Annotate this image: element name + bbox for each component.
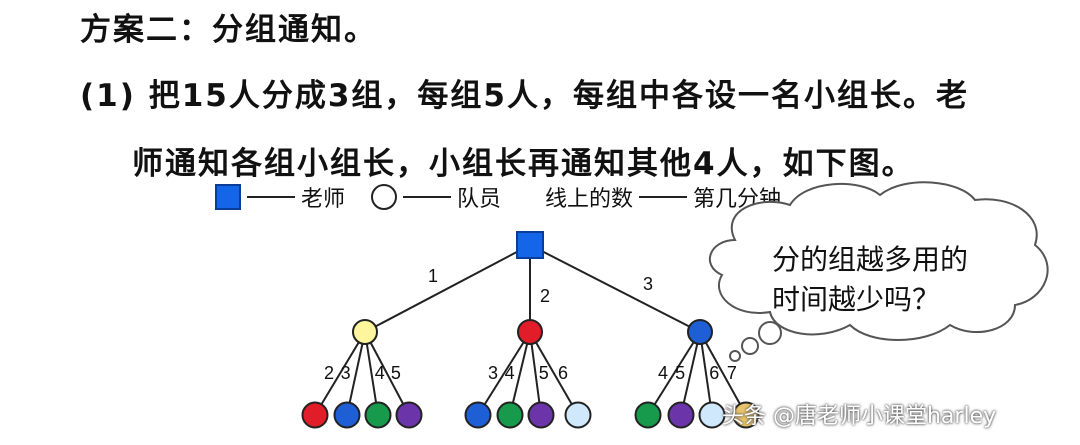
- teacher-square-icon: [215, 184, 241, 210]
- member-node: [496, 401, 524, 429]
- member-node: [527, 401, 555, 429]
- edge-minute-label: 6: [558, 363, 568, 383]
- teacher-node: [516, 231, 544, 259]
- member-circle-icon: [371, 184, 398, 210]
- edge-minute-label: 3: [643, 274, 653, 294]
- member-node: [732, 401, 760, 429]
- edge-leader-to-member: [699, 331, 747, 416]
- member-node: [564, 401, 592, 429]
- step-text-line1: (1) 把15人分成3组，每组5人，每组中各设一名小组长。老: [80, 78, 969, 114]
- step-text-line2: 师通知各组小组长，小组长再通知其他4人，如下图。: [132, 146, 915, 182]
- edge-minute-label: 4: [505, 363, 515, 383]
- edge-minute-label: 3: [341, 363, 351, 383]
- member-node: [667, 401, 695, 429]
- legend-dash: [639, 196, 688, 198]
- legend-teacher-label: 老师: [301, 187, 346, 212]
- edge-leader-to-member: [647, 331, 701, 416]
- watermark: 头条 @唐老师小课堂harley: [722, 404, 997, 429]
- thought-bubble-text: 分的组越多用的 时间越少吗？: [772, 240, 968, 320]
- edge-leader-to-member: [364, 331, 410, 416]
- edge-leader-to-member: [680, 331, 701, 416]
- edge-teacher-to-leader: [529, 244, 701, 333]
- thought-bubble-line2: 时间越少吗？: [772, 283, 941, 316]
- edge-minute-label: 4: [658, 363, 668, 383]
- edge-leader-to-member: [364, 331, 379, 416]
- member-node: [464, 401, 492, 429]
- legend-number-label: 线上的数: [545, 187, 634, 212]
- edge-leader-to-member: [346, 331, 366, 416]
- edge-minute-label: 4: [375, 363, 385, 383]
- legend-dash: [247, 196, 295, 198]
- edge-leader-to-member: [699, 331, 713, 416]
- member-node: [333, 401, 361, 429]
- edge-minute-label: 5: [675, 363, 685, 383]
- thought-dot: [729, 350, 741, 362]
- thought-bubble-line1: 分的组越多用的: [772, 243, 969, 276]
- member-node: [698, 401, 726, 429]
- group-leader-node: [517, 319, 543, 345]
- legend-member-label: 队员: [457, 187, 502, 212]
- group-leader-node: [687, 319, 713, 345]
- edge-teacher-to-leader: [364, 244, 531, 333]
- edge-leader-to-member: [314, 331, 366, 416]
- member-node: [634, 401, 662, 429]
- member-node: [395, 401, 423, 429]
- group-leader-node: [352, 319, 378, 345]
- member-node: [364, 401, 392, 429]
- edge-leader-to-member: [529, 331, 542, 416]
- edge-leader-to-member: [477, 331, 531, 416]
- edge-minute-label: 1: [428, 266, 438, 286]
- edge-minute-label: 5: [539, 363, 549, 383]
- edge-minute-label: 5: [391, 363, 401, 383]
- edge-minute-label: 7: [727, 363, 737, 383]
- edge-leader-to-member: [509, 331, 531, 416]
- edge-leader-to-member: [529, 331, 579, 416]
- thought-dot: [758, 321, 782, 345]
- heading: 方案二：分组通知。: [80, 12, 377, 48]
- edge-minute-label: 2: [540, 286, 550, 306]
- edge-minute-label: 3: [488, 363, 498, 383]
- edge-minute-label: 6: [709, 363, 719, 383]
- edge-minute-label: 2: [324, 363, 334, 383]
- thought-cloud: [709, 181, 1049, 341]
- legend-dash: [403, 196, 452, 198]
- thought-dot: [741, 337, 759, 355]
- member-node: [301, 401, 329, 429]
